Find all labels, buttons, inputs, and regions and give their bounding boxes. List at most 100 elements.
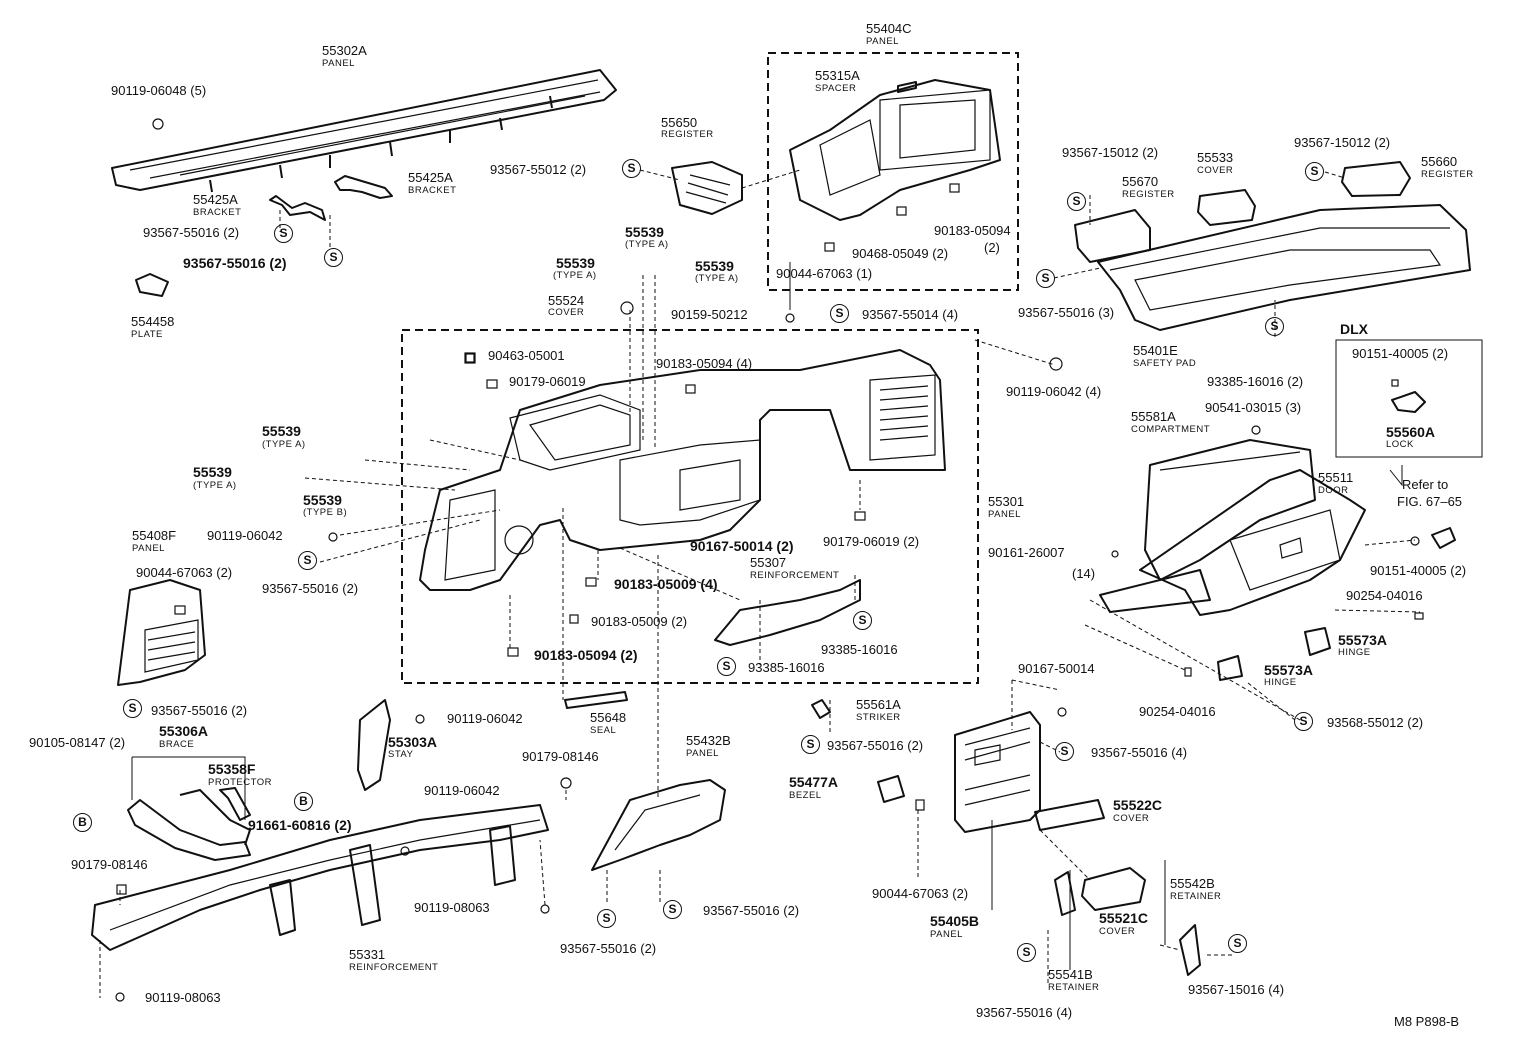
label-55432b: 55432B <box>686 733 731 748</box>
panel-55301-shape <box>419 349 946 591</box>
name-55581a: COMPARTMENT <box>1131 424 1211 435</box>
diagram-code: M8 P898-B <box>1394 1014 1460 1029</box>
plate-554458-shape <box>135 273 169 297</box>
label-55573a-upper: 55573A <box>1338 632 1388 648</box>
label-93567-55016-panel-right: 93567-55016 (2) <box>703 903 800 918</box>
panel-55301-box <box>401 329 979 684</box>
label-93567-55016-mid: 93567-55016 (2) <box>262 581 359 596</box>
s-marker: S <box>1265 317 1284 336</box>
label-55425a-right: 55425A <box>408 170 453 185</box>
name-55670: REGISTER <box>1122 189 1175 200</box>
s-marker: S <box>1228 934 1247 953</box>
s-marker: S <box>717 657 736 676</box>
label-93567-55016-4-right: 93567-55016 (4) <box>1091 745 1188 760</box>
label-90044-67063-2b: 90044-67063 (2) <box>872 886 969 901</box>
label-93567-55016-3: 93567-55016 (3) <box>1018 305 1115 320</box>
name-55560a: LOCK <box>1386 439 1414 450</box>
dlx-box <box>1335 339 1483 458</box>
s-marker: S <box>1055 742 1074 761</box>
label-55521c: 55521C <box>1099 910 1149 926</box>
name-55303a: STAY <box>388 749 414 760</box>
name-55648: SEAL <box>590 725 617 736</box>
name-55425a-right: BRACKET <box>408 185 457 196</box>
name-55539-left: (TYPE A) <box>553 270 597 281</box>
s-marker: S <box>324 248 343 267</box>
label-55404c: 55404C <box>866 21 912 36</box>
label-90161-26007: 90161-26007 <box>988 545 1065 560</box>
name-55301: PANEL <box>988 509 1021 520</box>
striker-55561a-shape <box>811 699 831 719</box>
label-55524: 55524 <box>548 293 585 308</box>
panel-55302a-shape <box>111 69 617 193</box>
label-93567-55016-b: 93567-55016 (2) <box>183 255 287 271</box>
label-90119-06042-mid: 90119-06042 <box>207 528 283 543</box>
s-marker: S <box>1294 712 1313 731</box>
label-55533: 55533 <box>1197 150 1234 165</box>
label-90179-08146-left: 90179-08146 <box>71 857 148 872</box>
s-marker: S <box>1036 269 1055 288</box>
label-90183-05009-4: 90183-05009 (4) <box>614 576 718 592</box>
label-90254-04016-lower: 90254-04016 <box>1139 704 1216 719</box>
name-55307: REINFORCEMENT <box>750 570 840 581</box>
label-90468-05049: 90468-05049 (2) <box>852 246 949 261</box>
label-55660: 55660 <box>1421 154 1458 169</box>
s-marker: S <box>1017 943 1036 962</box>
name-55541b: RETAINER <box>1048 982 1100 993</box>
name-55511: DOOR <box>1318 485 1349 496</box>
label-93568-55012: 93568-55012 (2) <box>1327 715 1424 730</box>
label-93567-55014: 93567-55014 (4) <box>862 307 959 322</box>
register-55650-shape <box>671 161 743 215</box>
label-90119-08063-bottom: 90119-08063 <box>145 990 221 1005</box>
label-93567-15016: 93567-15016 (4) <box>1188 982 1285 997</box>
name-55539-a1: (TYPE A) <box>262 439 306 450</box>
label-90541-03015: 90541-03015 (3) <box>1205 400 1302 415</box>
label-93567-55016-4-bottom: 93567-55016 (4) <box>976 1005 1073 1020</box>
label-55511: 55511 <box>1318 470 1354 485</box>
label-90183-05009-2: 90183-05009 (2) <box>591 614 688 629</box>
bracket-55425a-left-shape <box>269 195 326 221</box>
name-55401e: SAFETY PAD <box>1133 358 1197 369</box>
seal-55648-shape <box>564 691 628 709</box>
cover-55533-shape <box>1197 189 1256 226</box>
ref-fig: FIG. 67–65 <box>1397 494 1463 509</box>
name-55358f: PROTECTOR <box>208 777 272 788</box>
s-marker: S <box>663 900 682 919</box>
label-55648: 55648 <box>590 710 627 725</box>
label-55306a: 55306A <box>159 723 209 739</box>
name-55521c: COVER <box>1099 926 1136 937</box>
panel-55408f-shape <box>117 579 206 686</box>
safety-pad-55401e-shape <box>1097 204 1471 331</box>
lock-55560a-shape <box>1391 391 1426 413</box>
label-55539-right: 55539 <box>695 258 734 274</box>
s-marker: S <box>830 304 849 323</box>
stay-55303a-shape <box>357 699 391 791</box>
name-55542b: RETAINER <box>1170 891 1222 902</box>
s-marker: S <box>298 551 317 570</box>
label-90183-05094-2: 90183-05094 (2) <box>534 647 638 663</box>
s-marker: S <box>123 699 142 718</box>
panel-55432b-shape <box>591 779 726 871</box>
leader-lines <box>99 169 1421 998</box>
label-55539-b: 55539 <box>303 492 342 508</box>
label-55561a: 55561A <box>856 697 901 712</box>
label-90119-08063-mid: 90119-08063 <box>414 900 490 915</box>
label-93567-15012-left: 93567-15012 (2) <box>1062 145 1159 160</box>
label-90254-04016-right: 90254-04016 <box>1346 588 1423 603</box>
name-55331: REINFORCEMENT <box>349 962 439 973</box>
reinforcement-55331-shape <box>91 804 549 951</box>
label-554458: 554458 <box>131 314 175 329</box>
label-93385-16016-2: 93385-16016 (2) <box>1207 374 1304 389</box>
cover-55522c-shape <box>1034 799 1105 831</box>
label-55573a-lower: 55573A <box>1264 662 1314 678</box>
label-93385-16016-a: 93385-16016 <box>821 642 898 657</box>
label-qty-2: (2) <box>984 240 1000 255</box>
panel-55404c-shape <box>789 79 1001 221</box>
name-55573a-upper: HINGE <box>1338 647 1371 658</box>
name-55425a-left: BRACKET <box>193 207 242 218</box>
panel-55405b-shape <box>954 711 1041 833</box>
panel-55404c-box <box>767 52 1019 291</box>
label-90044-67063-2a: 90044-67063 (2) <box>136 565 233 580</box>
label-90159-50212: 90159-50212 <box>671 307 748 322</box>
label-90183-05094-top: 90183-05094 <box>934 223 1011 238</box>
retainer-55541b-shape <box>1054 871 1076 916</box>
